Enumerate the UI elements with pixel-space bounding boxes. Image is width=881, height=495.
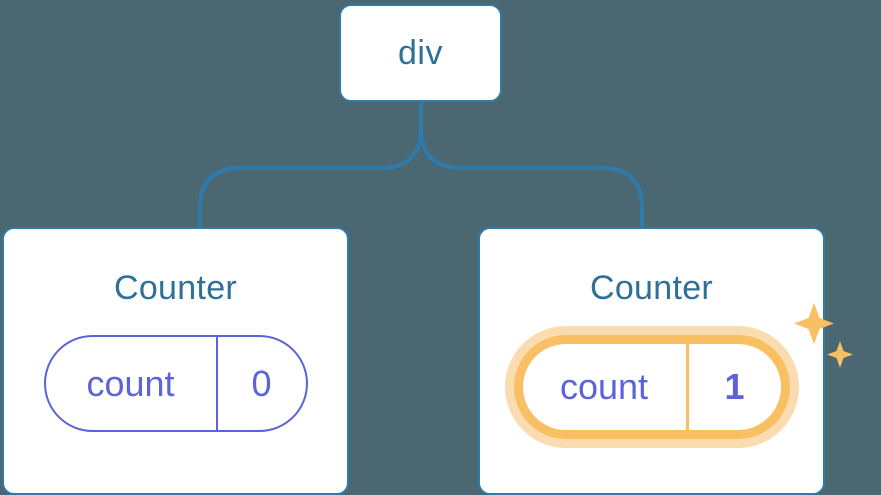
tree-node-counter-left[interactable]: Counter count 0 <box>2 227 349 495</box>
tree-node-div[interactable]: div <box>339 4 502 102</box>
state-pill-wrapper-right: count 1 <box>513 303 853 439</box>
state-pill-left-value: 0 <box>251 362 272 404</box>
tree-node-counter-right-title: Counter <box>589 269 714 307</box>
state-pill-right-key: count <box>523 344 689 430</box>
state-pill-wrapper-left: count 0 <box>43 335 308 432</box>
state-pill-left-key: count <box>46 337 218 430</box>
tree-node-div-label: div <box>398 34 443 72</box>
state-pill-left[interactable]: count 0 <box>43 335 308 432</box>
tree-node-counter-left-title: Counter <box>113 269 238 307</box>
state-pill-right-value: 1 <box>724 366 745 407</box>
state-pill-right[interactable]: count 1 <box>513 335 790 439</box>
tree-node-counter-right[interactable]: Counter count 1 <box>478 227 853 495</box>
